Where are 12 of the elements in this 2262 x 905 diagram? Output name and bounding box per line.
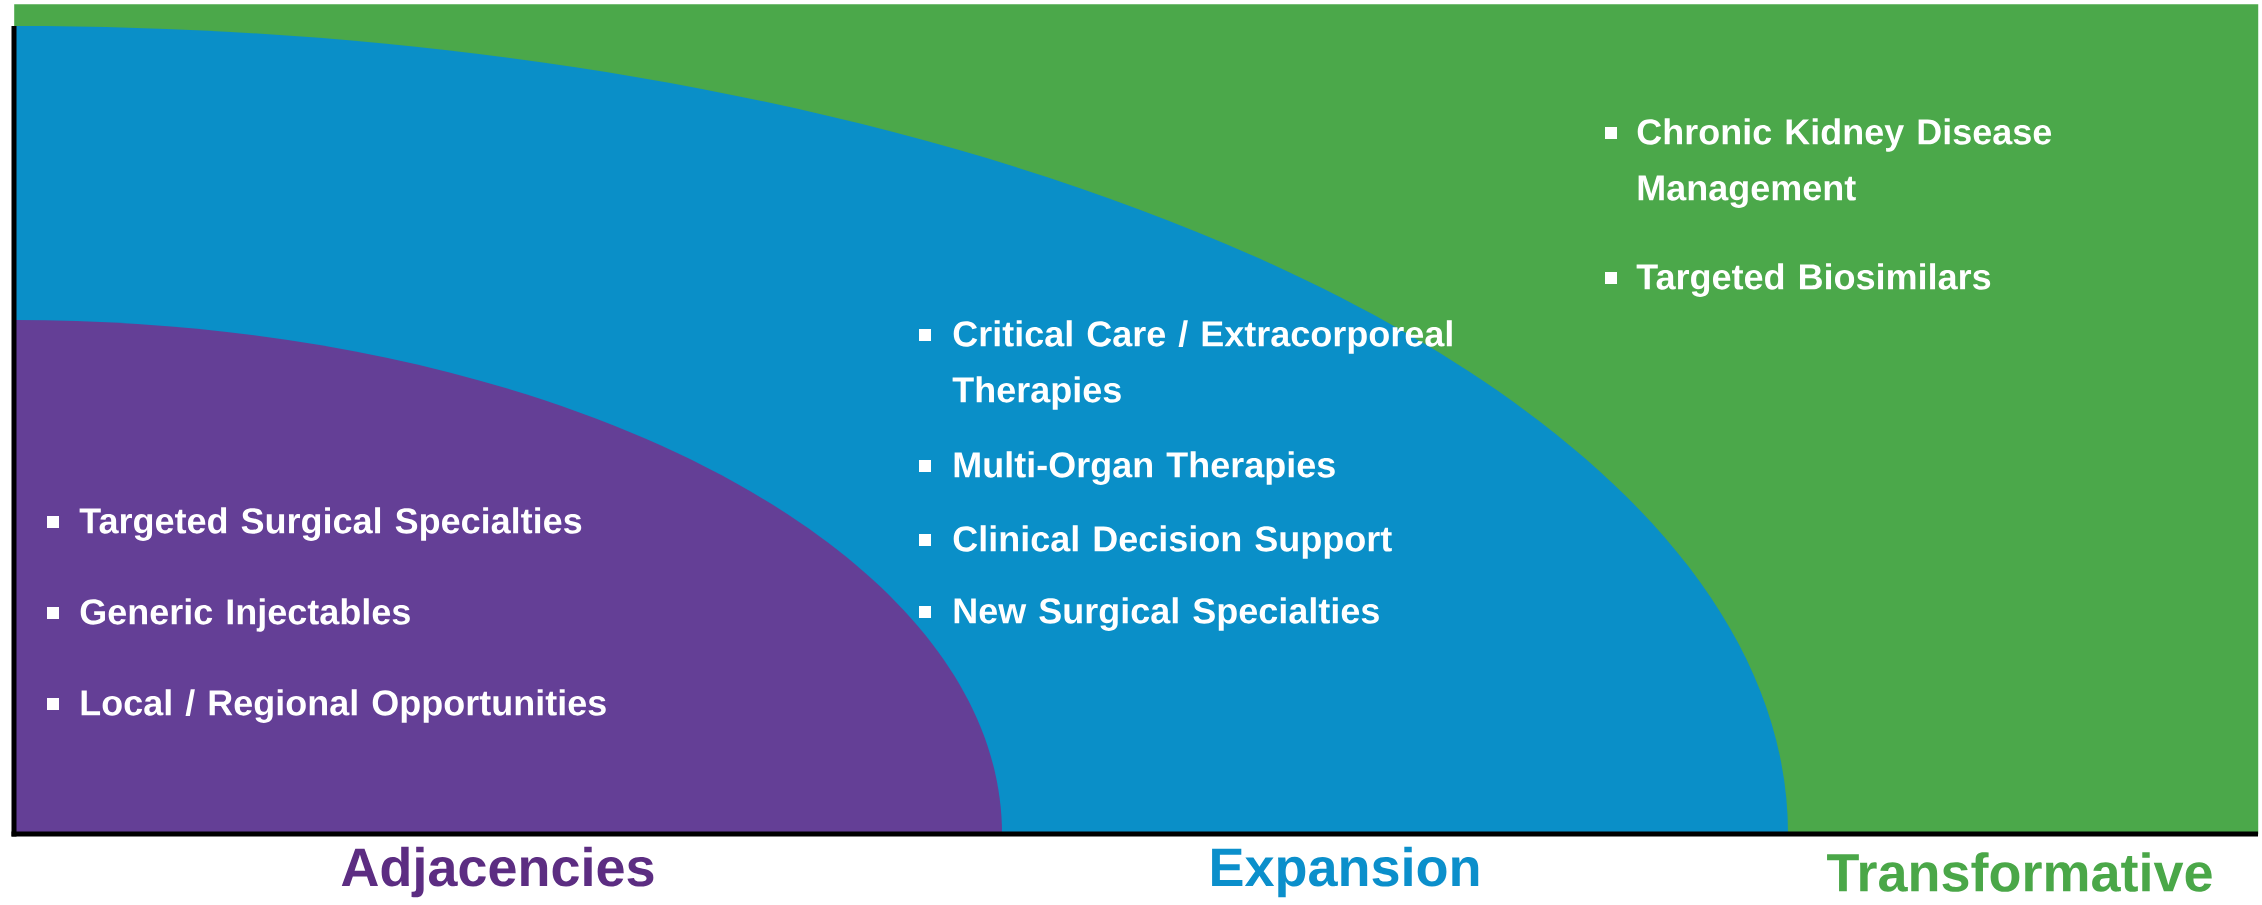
bullet-item: Targeted Biosimilars bbox=[1605, 263, 1991, 297]
category-label: Adjacencies bbox=[341, 846, 654, 898]
bullet-item: Targeted Surgical Specialties bbox=[47, 507, 582, 541]
category-label: Transformative bbox=[1827, 852, 2212, 892]
bullet-item: Multi-Organ Therapies bbox=[919, 451, 1335, 485]
category-label: Expansion bbox=[1212, 846, 1479, 898]
bullet-item: Clinical Decision Support bbox=[919, 525, 1392, 559]
bullet-item: Critical Care / Extracorporeal Therapies bbox=[919, 320, 1452, 410]
bullet-item: New Surgical Specialties bbox=[919, 597, 1379, 631]
bullet-item: Generic Injectables bbox=[47, 598, 410, 632]
bullet-item: Local / Regional Opportunities bbox=[47, 689, 606, 723]
bullet-item: Chronic Kidney Disease Management bbox=[1605, 118, 2052, 208]
